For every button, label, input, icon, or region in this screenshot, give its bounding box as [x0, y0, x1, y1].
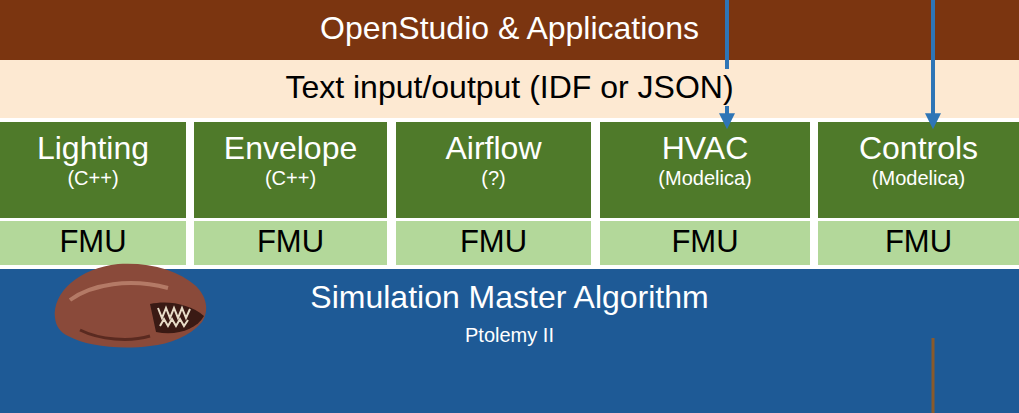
module-box: HVAC(Modelica)	[600, 122, 810, 218]
node-title: FMU	[55, 224, 130, 260]
fmu-box: FMU	[818, 221, 1019, 265]
node-title: Envelope	[220, 130, 361, 167]
fmu-box: FMU	[396, 221, 591, 265]
node-subtitle: Ptolemy II	[461, 324, 558, 347]
node-subtitle: (C++)	[63, 167, 122, 190]
node-title: FMU	[253, 224, 328, 260]
node-subtitle: (Modelica)	[868, 167, 969, 190]
fmu-box: FMU	[194, 221, 387, 265]
module-box: Controls(Modelica)	[818, 122, 1019, 218]
fmu-box: FMU	[600, 221, 810, 265]
node-title: FMU	[881, 224, 956, 260]
node-title: Controls	[855, 130, 982, 167]
master-band: Simulation Master AlgorithmPtolemy II	[0, 269, 1019, 413]
node-title: Simulation Master Algorithm	[306, 279, 712, 316]
io-band: Text input/output (IDF or JSON)	[0, 60, 1019, 118]
app-band: OpenStudio & Applications	[0, 0, 1019, 60]
wire-line	[932, 338, 935, 413]
node-subtitle: (C++)	[261, 167, 320, 190]
module-box: Lighting(C++)	[0, 122, 186, 218]
alien-head	[55, 264, 206, 348]
module-box: Envelope(C++)	[194, 122, 387, 218]
node-title: HVAC	[658, 130, 753, 167]
node-title: FMU	[456, 224, 531, 260]
node-title: Lighting	[33, 130, 153, 167]
module-box: Airflow(?)	[396, 122, 591, 218]
fmu-box: FMU	[0, 221, 186, 265]
input-arrow	[725, 0, 729, 122]
node-title: Text input/output (IDF or JSON)	[281, 69, 737, 106]
node-subtitle: (?)	[477, 167, 509, 190]
node-subtitle: (Modelica)	[654, 167, 755, 190]
node-title: Airflow	[441, 130, 545, 167]
input-arrow	[931, 0, 935, 122]
node-title: FMU	[667, 224, 742, 260]
node-title: OpenStudio & Applications	[316, 10, 703, 47]
